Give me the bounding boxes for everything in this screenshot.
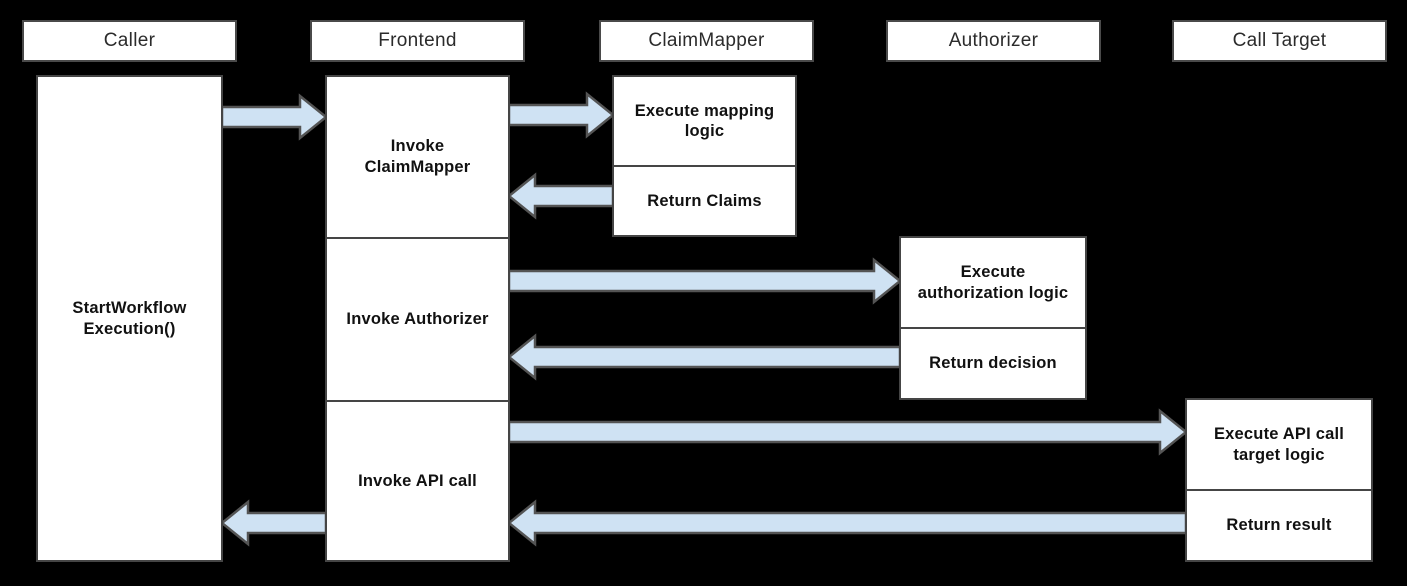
frontend-activation-stack: Invoke ClaimMapper Invoke Authorizer Inv… (325, 75, 510, 562)
column-header-calltarget: Call Target (1172, 20, 1387, 62)
step-return-claims: Return Claims (614, 165, 795, 235)
step-invoke-authorizer: Invoke Authorizer (327, 237, 508, 400)
column-header-caller: Caller (22, 20, 237, 62)
arrow-frontend-to-authorizer (507, 257, 902, 305)
arrow-authorizer-return-frontend (507, 333, 902, 381)
step-startworkflowexecution: StartWorkflow Execution() (72, 298, 187, 338)
step-execute-mapping-logic: Execute mapping logic (634, 101, 775, 141)
arrow-claimmapper-return-frontend (507, 172, 615, 220)
step-return-decision: Return decision (901, 327, 1085, 398)
calltarget-activation-stack: Execute API call target logic Return res… (1185, 398, 1373, 562)
step-invoke-claimmapper: Invoke ClaimMapper (364, 137, 471, 176)
authorizer-activation-stack: Execute authorization logic Return decis… (899, 236, 1087, 400)
caller-activation-box: StartWorkflow Execution() (36, 75, 223, 562)
arrow-frontend-to-calltarget (507, 408, 1188, 456)
column-header-frontend: Frontend (310, 20, 525, 62)
arrow-caller-to-frontend (220, 93, 328, 141)
step-return-result: Return result (1187, 489, 1371, 560)
step-execute-authorization-logic: Execute authorization logic (917, 263, 1069, 302)
arrow-frontend-return-caller (220, 499, 328, 547)
column-header-authorizer: Authorizer (886, 20, 1101, 62)
column-header-claimmapper: ClaimMapper (599, 20, 814, 62)
arrow-calltarget-return-frontend (507, 499, 1188, 547)
arrow-frontend-to-claimmapper (507, 91, 615, 139)
step-invoke-api-call: Invoke API call (327, 400, 508, 560)
claimmapper-activation-stack: Execute mapping logic Return Claims (612, 75, 797, 237)
step-execute-api-call-target-logic: Execute API call target logic (1213, 425, 1345, 464)
